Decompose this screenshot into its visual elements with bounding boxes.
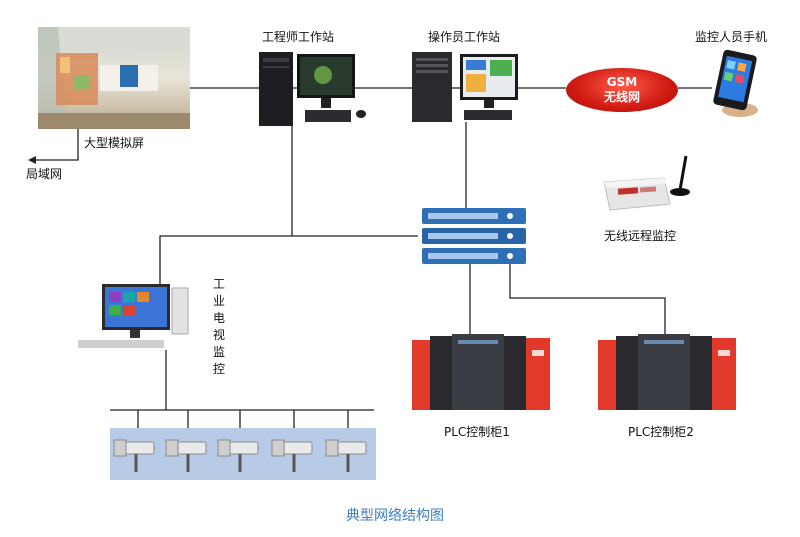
network-switch-icon — [422, 208, 526, 264]
figure-caption: 典型网络结构图 — [346, 508, 444, 524]
big-screen-label: 大型模拟屏 — [84, 136, 145, 150]
cctv-camera-icon — [113, 439, 155, 472]
gsm-sublabel: 无线网 — [603, 90, 640, 104]
plc-cabinet-icon — [598, 334, 736, 410]
desktop-computer-icon — [259, 52, 366, 126]
lan-label: 局域网 — [26, 167, 63, 181]
monitor-wall-icon — [38, 27, 190, 129]
cctv-camera-icon — [217, 439, 259, 472]
plc-cabinet-icon — [412, 334, 550, 410]
engineer-station-label: 工程师工作站 — [262, 30, 335, 44]
plc1-label: PLC控制柜1 — [444, 425, 510, 439]
gsm-label: GSM — [606, 75, 638, 89]
server-computer-icon — [412, 52, 518, 122]
plc2-label: PLC控制柜2 — [628, 425, 694, 439]
operator-station-label: 操作员工作站 — [428, 30, 501, 44]
wireless-remote-label: 无线远程监控 — [604, 229, 677, 243]
cctv-camera-icon — [165, 439, 207, 472]
monitor-phone-label: 监控人员手机 — [695, 30, 768, 44]
cctv-camera-icon — [271, 439, 313, 472]
cctv-camera-icon — [325, 439, 367, 472]
phone-icon — [713, 49, 758, 117]
gsm-wireless-network: GSM 无线网 — [566, 68, 678, 112]
cctv-camera-strip — [110, 428, 376, 480]
industrial-tv-label: 工业电视监控 — [212, 277, 225, 376]
desktop-computer-icon — [78, 284, 189, 348]
wireless-modem-icon — [603, 155, 690, 211]
